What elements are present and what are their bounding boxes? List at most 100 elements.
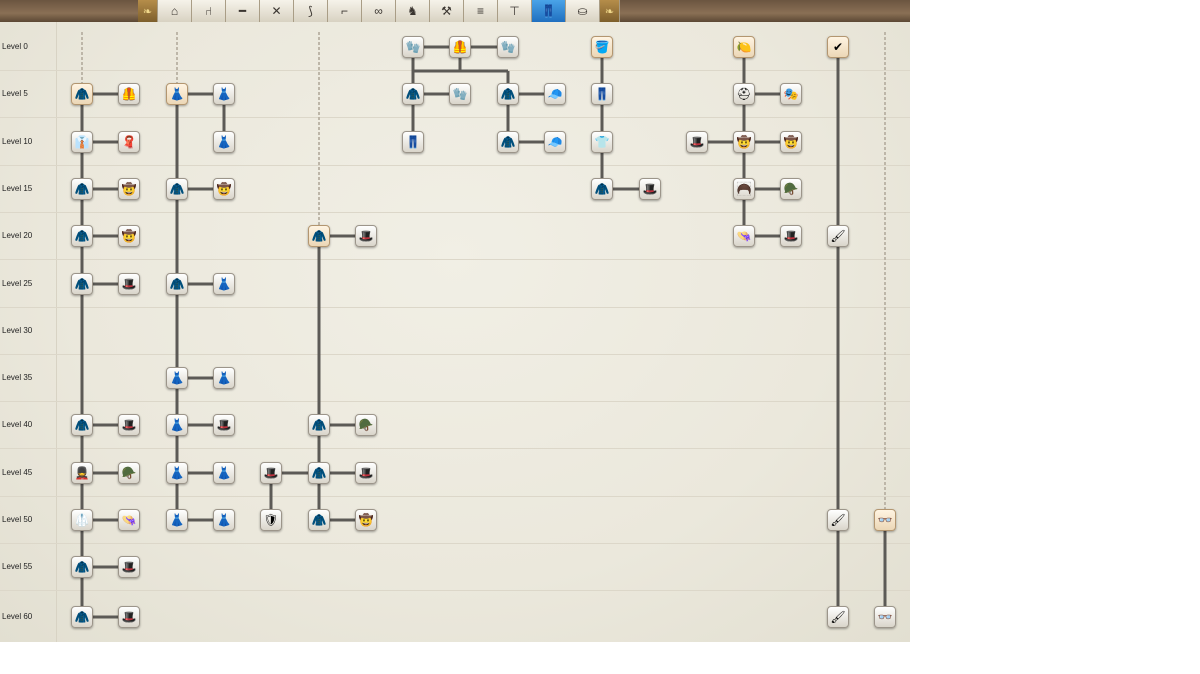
tab-clothing-icon[interactable]: 👖 xyxy=(532,0,566,22)
level-divider xyxy=(0,543,910,544)
item-node-coat-icon[interactable]: 🧥 xyxy=(71,178,93,200)
item-node-hat-icon[interactable]: 🎩 xyxy=(355,225,377,247)
item-node-hat-icon[interactable]: 🎩 xyxy=(639,178,661,200)
item-node-hat-icon[interactable]: 👒 xyxy=(118,509,140,531)
item-node-coat-icon[interactable]: 🧥 xyxy=(308,414,330,436)
item-node-coat-icon[interactable]: 🧥 xyxy=(71,606,93,628)
tab-chair-icon[interactable]: ⑁ xyxy=(192,0,226,22)
item-node-hat-icon[interactable]: 🤠 xyxy=(118,178,140,200)
item-node-helmet-icon[interactable]: 🪖 xyxy=(355,414,377,436)
item-node-uniform-icon[interactable]: 💂 xyxy=(71,462,93,484)
item-node-dress-icon[interactable]: 👗 xyxy=(213,367,235,389)
level-label: Level 5 xyxy=(2,89,28,98)
tab-crossed-swords-icon[interactable]: ✕ xyxy=(260,0,294,22)
item-node-mask-icon[interactable]: 🎭 xyxy=(780,83,802,105)
item-node-coat-icon[interactable]: 🧥 xyxy=(308,462,330,484)
item-node-hat-icon[interactable]: 🤠 xyxy=(780,131,802,153)
item-node-helmet-icon[interactable]: 🪖 xyxy=(780,178,802,200)
item-node-pants-icon[interactable]: 👖 xyxy=(402,131,424,153)
item-node-bandana-icon[interactable]: 🍋 xyxy=(733,36,755,58)
item-node-coat-icon[interactable]: 🧥 xyxy=(71,414,93,436)
tabstrip-right-ornament-icon: ❧ xyxy=(600,0,620,22)
item-node-coat-icon[interactable]: 🧥 xyxy=(71,273,93,295)
item-node-coat-icon[interactable]: 🧥 xyxy=(497,83,519,105)
tab-bag-icon[interactable]: ⛀ xyxy=(566,0,600,22)
tab-bow-icon[interactable]: ⟆ xyxy=(294,0,328,22)
tab-rifle-icon[interactable]: ━ xyxy=(226,0,260,22)
item-node-scarf-icon[interactable]: 🧣 xyxy=(118,131,140,153)
level-labels-column xyxy=(0,22,57,642)
item-node-hat-icon[interactable]: 🤠 xyxy=(213,178,235,200)
item-node-glove-icon[interactable]: 🧤 xyxy=(497,36,519,58)
level-divider xyxy=(0,448,910,449)
item-node-coat-icon[interactable]: 🧥 xyxy=(71,83,93,105)
item-node-glasses-icon[interactable]: 👓 xyxy=(874,606,896,628)
item-node-coat-icon[interactable]: 🧥 xyxy=(166,178,188,200)
item-node-hat-icon[interactable]: 🎩 xyxy=(118,414,140,436)
item-node-hat-icon[interactable]: 🎩 xyxy=(686,131,708,153)
tab-stand-icon[interactable]: ⊤ xyxy=(498,0,532,22)
item-node-hat-icon[interactable]: 🎩 xyxy=(118,556,140,578)
item-node-coat-icon[interactable]: 🧥 xyxy=(402,83,424,105)
item-node-hat-icon[interactable]: 🎩 xyxy=(213,414,235,436)
item-node-cap-icon[interactable]: 🧢 xyxy=(544,83,566,105)
item-node-dress-icon[interactable]: 👗 xyxy=(166,462,188,484)
item-node-hat-icon[interactable]: 👒 xyxy=(733,225,755,247)
item-node-shield-icon[interactable]: 🛡 xyxy=(260,509,282,531)
item-node-coat-icon[interactable]: 🧥 xyxy=(71,556,93,578)
item-node-dress-icon[interactable]: 👗 xyxy=(213,131,235,153)
item-node-hat-icon[interactable]: 🤠 xyxy=(355,509,377,531)
item-node-coat-icon[interactable]: 🧥 xyxy=(71,225,93,247)
item-node-pants-icon[interactable]: 👖 xyxy=(591,83,613,105)
top-bar: ❧⌂⑁━✕⟆⌐∞♞⚒≡⊤👖⛀❧ xyxy=(0,0,910,22)
item-node-hat-icon[interactable]: 🎩 xyxy=(118,273,140,295)
item-node-hat-icon[interactable]: 🎩 xyxy=(260,462,282,484)
item-node-checkmark-icon[interactable]: ✔ xyxy=(827,36,849,58)
tab-guns-icon[interactable]: ≡ xyxy=(464,0,498,22)
item-node-vest-icon[interactable]: 🦺 xyxy=(118,83,140,105)
item-node-coat-icon[interactable]: 🧥 xyxy=(497,131,519,153)
item-node-brush-icon[interactable]: 🖌 xyxy=(827,606,849,628)
level-divider xyxy=(0,212,910,213)
item-node-glove-icon[interactable]: 🧤 xyxy=(449,83,471,105)
item-node-dress-icon[interactable]: 👗 xyxy=(166,367,188,389)
tab-horse-icon[interactable]: ♞ xyxy=(396,0,430,22)
item-node-coat-icon[interactable]: 🧥 xyxy=(308,509,330,531)
category-tabs: ❧⌂⑁━✕⟆⌐∞♞⚒≡⊤👖⛀❧ xyxy=(138,0,620,22)
tab-cannon-icon[interactable]: ⌐ xyxy=(328,0,362,22)
item-node-dress-icon[interactable]: 👗 xyxy=(166,509,188,531)
item-node-coat-icon[interactable]: 🧥 xyxy=(308,225,330,247)
tab-tools-icon[interactable]: ⚒ xyxy=(430,0,464,22)
item-node-dress-icon[interactable]: 👗 xyxy=(213,462,235,484)
level-label: Level 55 xyxy=(2,562,33,571)
item-node-dress-icon[interactable]: 👗 xyxy=(166,414,188,436)
item-node-coat-icon[interactable]: 🧥 xyxy=(166,273,188,295)
item-node-coat-icon[interactable]: 🧥 xyxy=(591,178,613,200)
tab-binoculars-icon[interactable]: ∞ xyxy=(362,0,396,22)
item-node-hat-icon[interactable]: 🎩 xyxy=(780,225,802,247)
item-node-brush-icon[interactable]: 🖌 xyxy=(827,225,849,247)
item-node-wig-icon[interactable]: 🦱 xyxy=(733,178,755,200)
item-node-dress-icon[interactable]: 👗 xyxy=(213,83,235,105)
item-node-dress-icon[interactable]: 👗 xyxy=(213,273,235,295)
item-node-shako-icon[interactable]: 🪖 xyxy=(118,462,140,484)
tab-home-icon[interactable]: ⌂ xyxy=(158,0,192,22)
item-node-hat-icon[interactable]: 🤠 xyxy=(118,225,140,247)
item-node-hat-icon[interactable]: 🤠 xyxy=(733,131,755,153)
item-node-apron-icon[interactable]: 🪣 xyxy=(591,36,613,58)
item-node-glasses-icon[interactable]: 👓 xyxy=(874,509,896,531)
item-node-helmet-icon[interactable]: ⛑ xyxy=(733,83,755,105)
item-node-shirt-icon[interactable]: 👔 xyxy=(71,131,93,153)
level-label: Level 10 xyxy=(2,137,33,146)
item-node-glove-icon[interactable]: 🧤 xyxy=(402,36,424,58)
item-node-shirt-icon[interactable]: 👕 xyxy=(591,131,613,153)
item-node-vest-icon[interactable]: 🦺 xyxy=(449,36,471,58)
item-node-dress-icon[interactable]: 👗 xyxy=(166,83,188,105)
item-node-cap-icon[interactable]: 🧢 xyxy=(544,131,566,153)
item-node-dress-icon[interactable]: 👗 xyxy=(213,509,235,531)
item-node-coat-icon[interactable]: 🥼 xyxy=(71,509,93,531)
item-node-brush-icon[interactable]: 🖌 xyxy=(827,509,849,531)
item-node-hat-icon[interactable]: 🎩 xyxy=(118,606,140,628)
item-node-hat-icon[interactable]: 🎩 xyxy=(355,462,377,484)
